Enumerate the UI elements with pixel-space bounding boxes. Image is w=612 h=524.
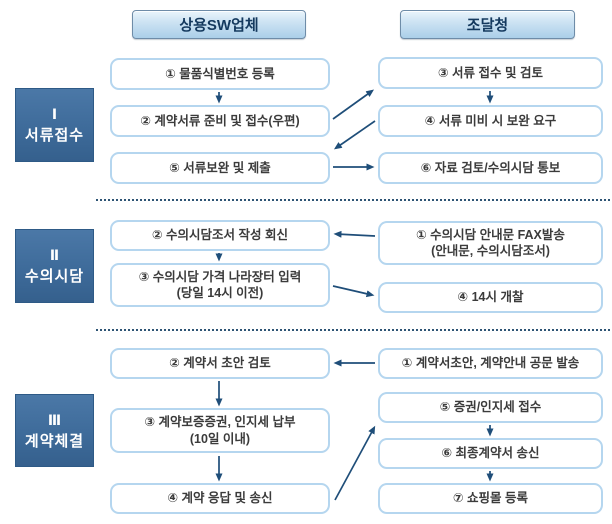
step-negotiation-guide-fax: ① 수의시담 안내문 FAX발송 (안내문, 수의시담조서) bbox=[378, 221, 603, 265]
step-line-1: ③ 수의시담 가격 나라장터 입력 bbox=[138, 269, 302, 284]
arrow-p3-4-to-5 bbox=[334, 425, 376, 501]
step-line-1: ① 수의시담 안내문 FAX발송 bbox=[416, 227, 565, 242]
column-header-sw-vendor: 상용SW업체 bbox=[132, 10, 306, 39]
step-docs-receive-review: ③ 서류 접수 및 검토 bbox=[378, 57, 603, 89]
phase-label-negotiation: Ⅱ 수의시담 bbox=[15, 229, 94, 303]
step-contract-draft-review: ② 계약서 초안 검토 bbox=[110, 348, 330, 379]
column-header-procurement-agency: 조달청 bbox=[400, 10, 575, 39]
step-line-1: ③ 계약보증증권, 인지세 납부 bbox=[144, 415, 296, 430]
dotted-separator-2 bbox=[96, 329, 610, 331]
phase-2-name: 수의시담 bbox=[24, 268, 85, 285]
step-contract-response-send: ④ 계약 응답 및 송신 bbox=[110, 483, 330, 514]
step-request-supplement-if-incomplete: ④ 서류 미비 시 보완 요구 bbox=[378, 105, 603, 137]
phase-3-name: 계약체결 bbox=[24, 432, 85, 450]
arrow-p2-1-to-2 bbox=[333, 230, 376, 238]
arrow-p2-3-to-4 bbox=[332, 285, 375, 298]
dotted-separator-1 bbox=[96, 199, 610, 201]
step-line-2: (10일 이내) bbox=[189, 431, 251, 446]
phase-3-numeral: Ⅲ bbox=[47, 411, 62, 428]
phase-1-numeral: Ⅰ bbox=[51, 106, 58, 122]
phase-label-document-reception: Ⅰ 서류접수 bbox=[15, 88, 94, 162]
step-item-number-registration: ① 물품식별번호 등록 bbox=[110, 58, 330, 90]
step-enter-negotiation-price-narajangteo: ③ 수의시담 가격 나라장터 입력 (당일 14시 이전) bbox=[110, 263, 330, 307]
arrow-p1-2-to-3 bbox=[332, 89, 375, 120]
step-docs-supplement-submit: ⑤ 서류보완 및 제출 bbox=[110, 152, 330, 184]
step-negotiation-report-reply: ② 수의시담조서 작성 회신 bbox=[110, 220, 330, 251]
step-shopping-mall-registration: ⑦ 쇼핑몰 등록 bbox=[378, 483, 603, 514]
arrow-p1-4-to-5 bbox=[333, 120, 376, 150]
step-line-2: (안내문, 수의시담조서) bbox=[431, 244, 550, 258]
step-line-2: (당일 14시 이전) bbox=[176, 286, 264, 300]
step-contract-draft-notice-dispatch: ① 계약서초안, 계약안내 공문 발송 bbox=[378, 348, 603, 379]
step-guarantee-bond-stamp-tax: ③ 계약보증증권, 인지세 납부 (10일 이내) bbox=[110, 408, 330, 453]
phase-1-name: 서류접수 bbox=[24, 127, 85, 144]
step-data-review-negotiation-notice: ⑥ 자료 검토/수의시담 통보 bbox=[378, 152, 603, 184]
phase-label-contract-conclusion: Ⅲ 계약체결 bbox=[15, 394, 94, 467]
step-contract-docs-prepare-submit: ② 계약서류 준비 및 접수(우편) bbox=[110, 105, 330, 137]
step-final-contract-send: ⑥ 최종계약서 송신 bbox=[378, 438, 603, 469]
step-bond-stamp-tax-receipt: ⑤ 증권/인지세 접수 bbox=[378, 392, 603, 423]
step-bid-opening-14h: ④ 14시 개찰 bbox=[378, 282, 603, 313]
phase-2-numeral: Ⅱ bbox=[49, 247, 60, 263]
